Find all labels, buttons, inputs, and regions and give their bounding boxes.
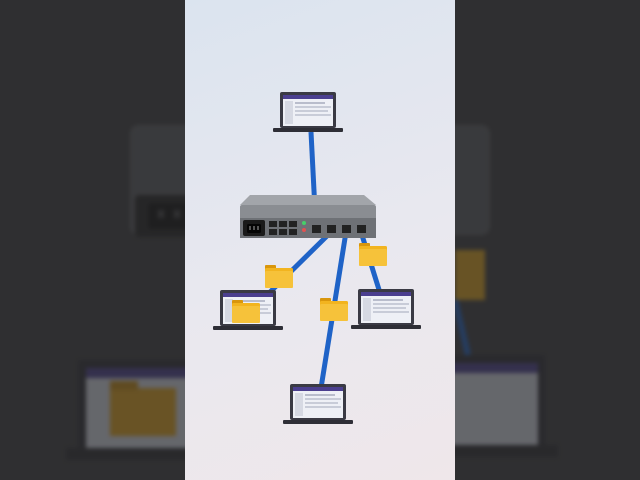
left-dim-overlay (0, 0, 185, 480)
power-socket-icon (243, 220, 265, 236)
ethernet-port-group (269, 221, 297, 235)
folder-icon (320, 298, 348, 321)
folder-icon (232, 300, 260, 323)
laptop-right (351, 289, 421, 329)
folder-icon (265, 265, 293, 288)
folder-icon (359, 243, 387, 266)
right-dim-overlay (455, 0, 640, 480)
cable-to-left-laptop (260, 230, 333, 302)
ethernet-port-icon (312, 225, 366, 233)
laptop-bottom (283, 384, 353, 424)
network-diagram (213, 92, 421, 424)
diagram-panel (185, 0, 455, 480)
status-led (302, 221, 306, 225)
laptop-top (273, 92, 343, 132)
network-switch (240, 195, 376, 238)
status-led (302, 228, 306, 232)
